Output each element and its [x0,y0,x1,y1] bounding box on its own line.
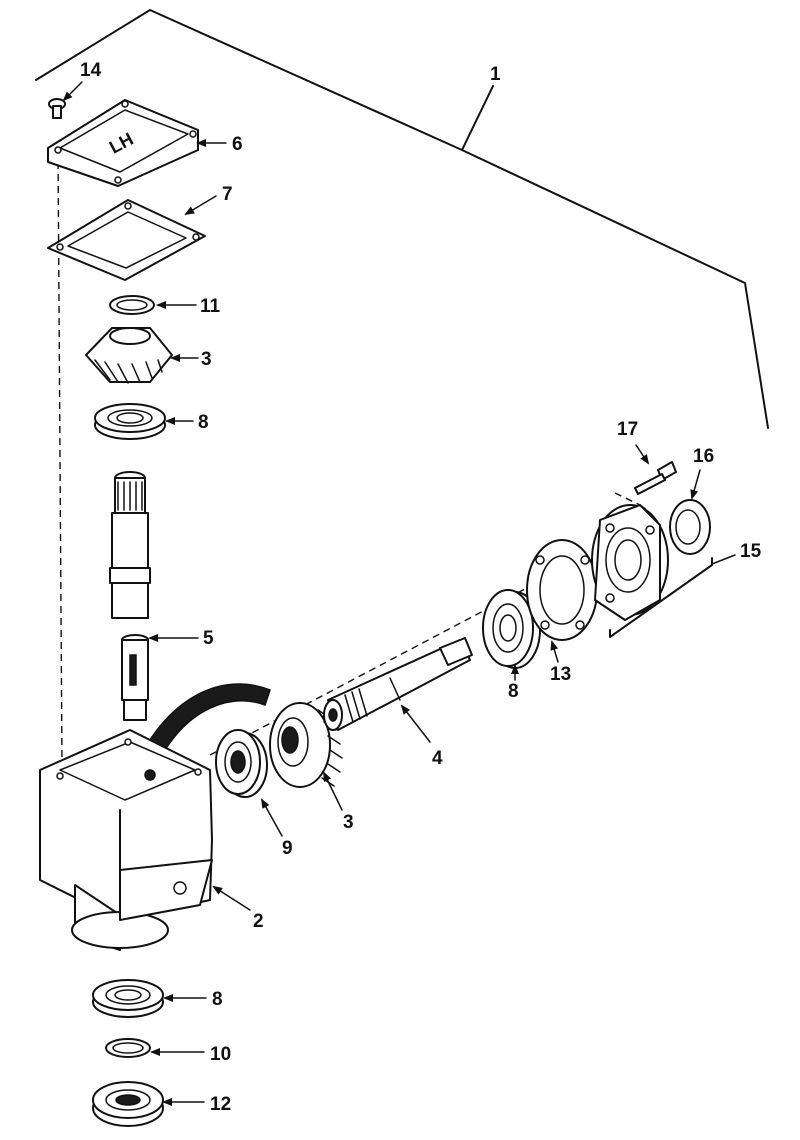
shim-gasket-part [526,539,598,641]
callout-6: 6 [232,134,243,155]
callout-8-lower: 8 [212,989,223,1010]
cover-plate-part: LH [47,99,199,187]
callout-10: 10 [210,1044,231,1065]
sub-assembly-bracket [609,554,736,638]
gear-housing-part [39,729,213,951]
callout-5: 5 [203,628,214,649]
bevel-gear-lower-part [269,702,343,788]
bevel-gear-upper-part [85,327,173,384]
retainer-flange-part [591,504,669,621]
callout-13: 13 [550,664,571,685]
seal-lower-part [92,1081,164,1127]
callout-11: 11 [200,296,221,317]
vertical-shaft-part [109,471,151,619]
callout-8-upper: 8 [198,412,209,433]
callout-3-upper: 3 [201,349,212,370]
callout-1: 1 [490,64,501,85]
gasket-part [47,199,206,281]
callout-14: 14 [80,60,102,81]
callout-16: 16 [693,446,714,467]
bearing-upper-part [94,403,166,440]
callout-4: 4 [432,748,443,769]
oil-seal-part [669,499,711,555]
callout-17: 17 [617,419,638,440]
bearing-nine-part [215,729,268,798]
leader-arrows [62,81,701,1106]
bearing-lower-part [92,979,164,1018]
callout-3-lower: 3 [343,812,354,833]
callout-labels: 1 14 6 7 11 3 8 5 17 16 15 13 8 4 3 9 2 … [80,60,762,1115]
callout-12: 12 [210,1094,231,1115]
snap-ring-lower-part [105,1038,151,1058]
cover-screw-part [48,98,66,119]
bearing-middle-part [482,589,541,669]
callout-2: 2 [253,911,264,932]
callout-8-middle: 8 [508,681,519,702]
callout-9: 9 [282,838,293,859]
assembly-bracket-line [35,9,769,429]
bolt-part [634,461,677,495]
snap-ring-part [109,295,155,315]
callout-7: 7 [222,184,233,205]
callout-15: 15 [740,541,762,562]
horizontal-shaft-part [323,637,473,731]
shaft-key-part [121,634,149,721]
